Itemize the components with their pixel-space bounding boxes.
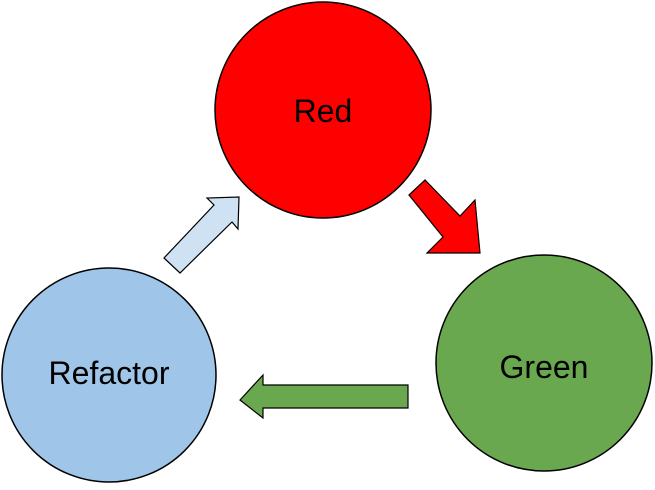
arrow-refactor-to-red	[163, 196, 240, 274]
arrow-red-to-green	[408, 179, 481, 254]
red-label: Red	[294, 93, 353, 129]
arrow-green-to-refactor	[239, 373, 409, 420]
red-circle	[214, 1, 432, 219]
refactor-circle	[1, 267, 217, 483]
refactor-label: Refactor	[49, 355, 170, 391]
node-green: Green	[435, 254, 653, 472]
green-label: Green	[500, 349, 589, 385]
node-refactor: Refactor	[1, 267, 217, 483]
node-red: Red	[214, 1, 432, 219]
green-circle	[435, 254, 653, 472]
